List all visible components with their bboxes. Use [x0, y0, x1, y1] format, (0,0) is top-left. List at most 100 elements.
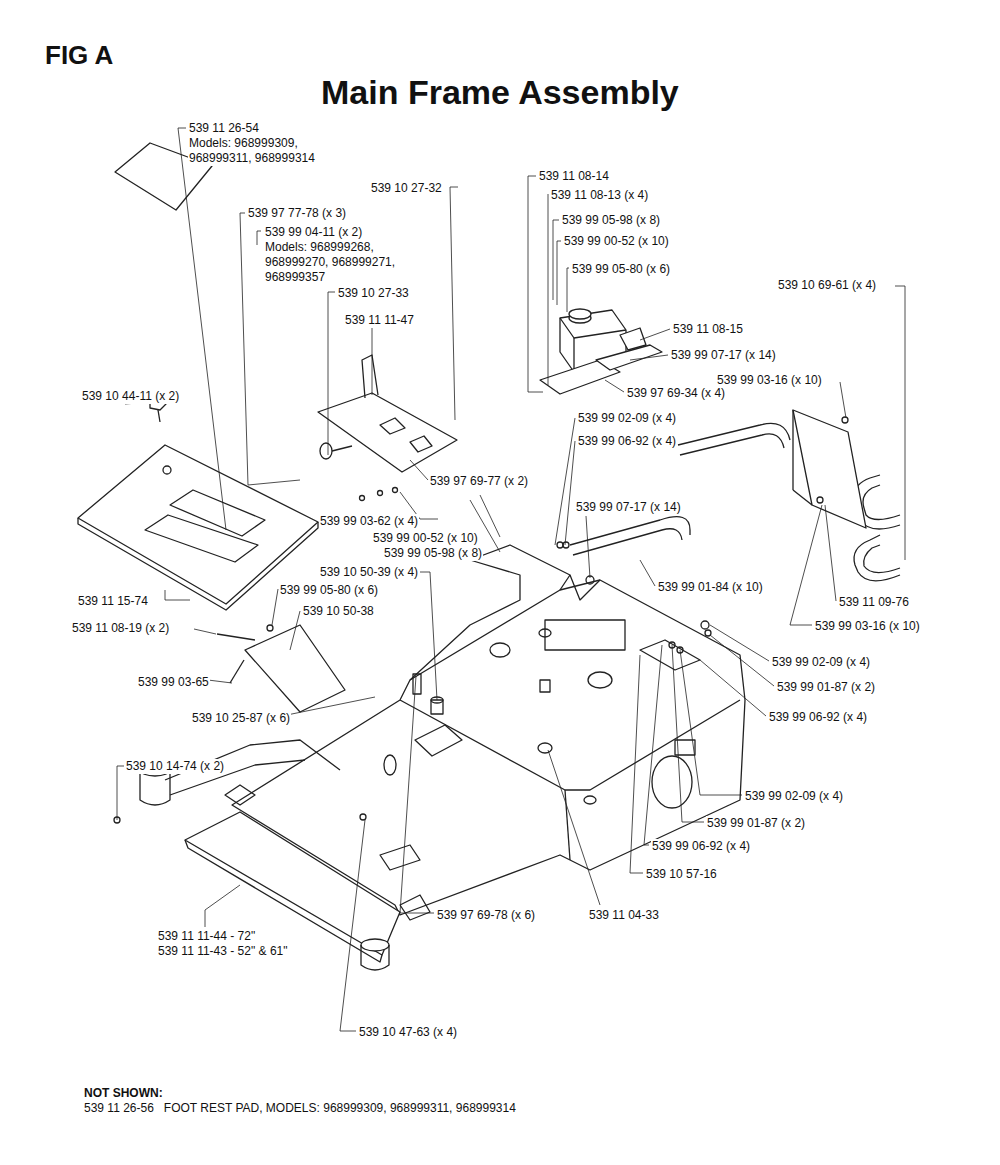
leader-lines-part [340, 820, 365, 1031]
leader-lines-part [825, 505, 836, 601]
leader-lines-part [840, 382, 846, 418]
part-number: 539 10 50-38 [302, 604, 375, 619]
figure-label: FIG A [44, 40, 114, 70]
leader-lines-part [565, 441, 575, 545]
frame-drawing-part [864, 545, 900, 573]
leader-lines-part [710, 625, 769, 661]
frame-drawing-part [539, 629, 551, 637]
part-number: 539 99 00-52 (x 10) [563, 234, 670, 249]
part-number: 539 11 08-13 (x 4) [550, 188, 649, 203]
note-text: NOT SHOWN: [83, 1086, 164, 1101]
part-number: 539 10 27-33 [337, 286, 410, 301]
leader-lines-part [567, 268, 569, 312]
leader-lines-part [710, 635, 774, 686]
frame-drawing-part [410, 436, 432, 452]
frame-drawing-part [573, 338, 574, 372]
frame-drawing-part [573, 529, 682, 555]
frame-drawing-part [792, 410, 793, 490]
leader-lines-part [480, 495, 500, 537]
frame-drawing-part [854, 535, 900, 581]
frame-drawing-part [380, 845, 420, 870]
part-number: 539 11 11-47 [344, 313, 415, 328]
model-note: Models: 968999268, 968999270, 968999271,… [264, 240, 418, 285]
frame-drawing-part [793, 490, 812, 505]
leader-lines-part [548, 750, 600, 905]
frame-drawing-part [652, 756, 692, 808]
part-number: 539 99 02-09 (x 4) [577, 411, 677, 426]
frame-drawing-part [332, 446, 352, 451]
part-number: 539 11 08-15 [672, 322, 744, 337]
part-number: 539 10 57-16 [645, 867, 718, 882]
part-number: 539 99 02-09 (x 4) [771, 655, 871, 670]
leader-lines-part [790, 505, 822, 625]
leader-lines-part [630, 655, 643, 873]
leader-lines-part [208, 680, 232, 683]
part-number: 539 97 69-34 (x 4) [626, 386, 726, 401]
frame-drawing-part [318, 393, 457, 472]
part-number: 539 10 27-32 [370, 181, 443, 196]
leader-lines-part [328, 292, 335, 455]
frame-drawing-part [267, 625, 273, 631]
part-number: 539 99 05-98 (x 8) [383, 546, 483, 561]
frame-drawing [78, 143, 900, 970]
part-number: 539 99 03-65 [137, 675, 210, 690]
frame-drawing-part [230, 660, 244, 683]
part-number: 539 99 07-17 (x 14) [670, 348, 777, 363]
part-number: 539 10 47-63 (x 4) [358, 1025, 458, 1040]
part-number: 539 10 14-74 (x 2) [125, 759, 225, 774]
diagram-title: Main Frame Assembly [321, 72, 679, 112]
part-number: 539 11 11-44 - 72" [157, 929, 256, 944]
frame-drawing-part [360, 814, 366, 820]
part-number: 539 99 01-87 (x 2) [706, 816, 806, 831]
leader-lines-part [630, 355, 668, 360]
frame-drawing-part [570, 517, 690, 545]
part-number: 539 99 02-09 (x 4) [744, 789, 844, 804]
frame-drawing-part [793, 410, 866, 528]
frame-drawing-part [490, 643, 510, 657]
frame-drawing-part [361, 945, 389, 970]
frame-drawing-part [588, 672, 612, 688]
part-number: 539 97 77-78 (x 3) [247, 206, 347, 221]
leader-lines-part [555, 418, 575, 545]
leader-lines-part [400, 676, 434, 913]
frame-drawing-part [680, 434, 784, 455]
frame-drawing-part [560, 318, 626, 338]
part-number: 539 99 03-62 (x 4) [319, 514, 419, 529]
part-number: 539 99 07-17 (x 14) [575, 500, 682, 515]
frame-drawing-part [393, 488, 398, 493]
leader-lines-part [680, 650, 742, 795]
frame-drawing-part [158, 410, 160, 422]
frame-drawing-part [410, 560, 520, 680]
leader-lines-part [117, 766, 124, 820]
frame-drawing-part [863, 485, 900, 520]
part-number: 539 11 08-14 [538, 169, 610, 184]
frame-drawing-part [378, 491, 383, 496]
frame-drawing-part [570, 575, 600, 600]
leader-lines-part [557, 241, 561, 305]
frame-drawing-part [361, 939, 389, 951]
part-number: 539 11 08-19 (x 2) [71, 621, 170, 636]
leader-lines-part [178, 128, 226, 530]
model-note: Models: 968999309, 968999311, 968999314 [188, 136, 350, 166]
frame-drawing-part [415, 725, 462, 756]
frame-drawing-part [565, 790, 570, 860]
frame-drawing-part [817, 497, 823, 503]
frame-drawing-part [569, 309, 591, 319]
leader-lines-part [640, 329, 670, 340]
leader-lines-part [450, 187, 458, 420]
part-number: 539 11 15-74 [77, 594, 149, 609]
frame-drawing-part [557, 542, 563, 548]
leader-lines-part [553, 220, 559, 300]
frame-drawing-part [538, 743, 552, 753]
part-number: 539 11 09-76 [838, 595, 910, 610]
frame-drawing-part [78, 445, 318, 604]
leader-lines-part [420, 572, 437, 700]
part-number: 539 99 01-87 (x 2) [776, 680, 876, 695]
part-number: 539 99 06-92 (x 4) [577, 434, 677, 449]
frame-drawing-part [362, 355, 378, 398]
part-number: 539 97 69-77 (x 2) [429, 474, 529, 489]
leader-lines-part [548, 194, 549, 385]
part-number: 539 99 05-98 (x 8) [561, 213, 661, 228]
frame-drawing-part [640, 640, 700, 670]
